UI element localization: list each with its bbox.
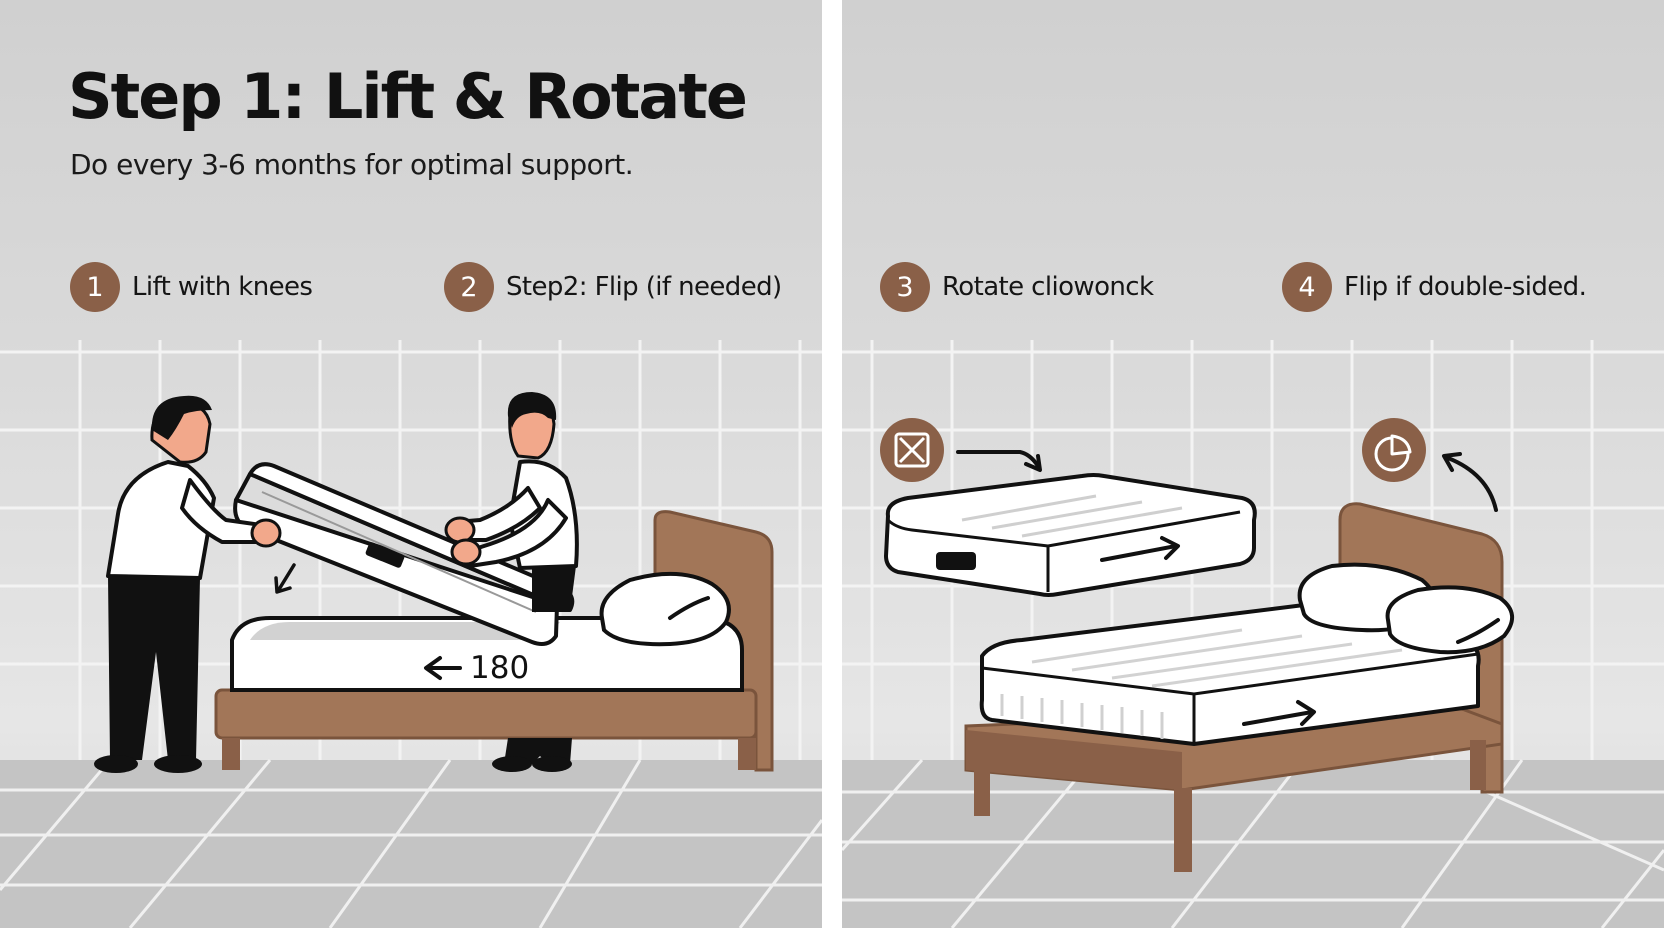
step-1-label: Lift with knees <box>132 272 313 302</box>
step-2-number: 2 <box>444 262 494 312</box>
right-panel: 3 Rotate cliowonck 4 Flip if double-side… <box>842 0 1664 928</box>
floor <box>0 759 822 928</box>
step-3: 3 Rotate cliowonck <box>880 262 1154 312</box>
page-subtitle: Do every 3-6 months for optimal support. <box>70 148 634 181</box>
step-4-label: Flip if double-sided. <box>1344 272 1587 302</box>
lifted-mattress <box>233 462 575 646</box>
bed: 180 <box>214 510 774 772</box>
move-arrow <box>956 450 1040 468</box>
flip-circle-icon <box>1362 418 1426 482</box>
step-4: 4 Flip if double-sided. <box>1282 262 1587 312</box>
person-right <box>444 392 579 772</box>
floating-mattress <box>884 473 1257 597</box>
down-arrow <box>276 563 296 593</box>
step-2: 2 Step2: Flip (if needed) <box>444 262 782 312</box>
step-2-label: Step2: Flip (if needed) <box>506 272 782 302</box>
step-3-number: 3 <box>880 262 930 312</box>
left-panel: 180 <box>0 0 822 928</box>
pillow <box>599 571 731 647</box>
step-3-label: Rotate cliowonck <box>942 272 1154 302</box>
pillow <box>1385 585 1514 655</box>
rotation-label: 180 <box>470 650 529 686</box>
page-title: Step 1: Lift & Rotate <box>68 60 748 133</box>
bed-frame <box>214 688 758 740</box>
left-scene: 180 <box>0 340 822 928</box>
step-1: 1 Lift with knees <box>70 262 313 312</box>
step-1-number: 1 <box>70 262 120 312</box>
rotate-square-icon <box>880 418 944 482</box>
right-scene <box>842 340 1664 928</box>
step-4-number: 4 <box>1282 262 1332 312</box>
bed <box>964 502 1514 872</box>
floor <box>842 759 1664 928</box>
person-left <box>94 395 282 773</box>
flip-arrow <box>1446 456 1498 512</box>
